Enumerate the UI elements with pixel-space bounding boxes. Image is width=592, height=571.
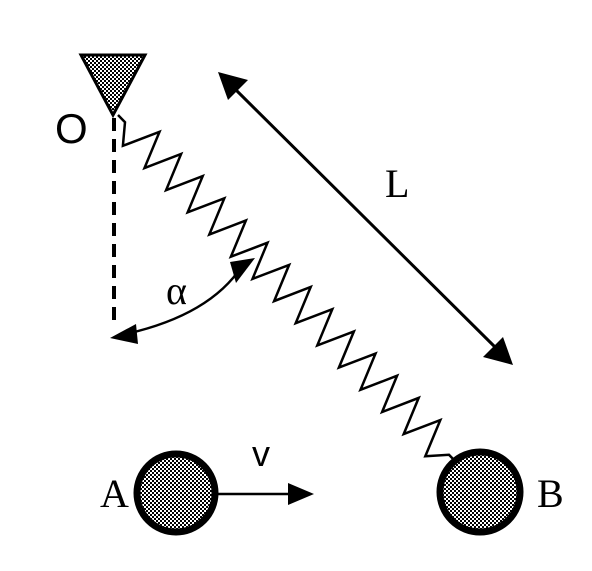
label-ball-a: A (100, 471, 129, 516)
label-angle-alpha: α (166, 268, 187, 313)
ball-a (133, 450, 219, 536)
spring (117, 114, 457, 463)
pivot-support (78, 53, 148, 119)
label-velocity-v: v (252, 433, 270, 474)
length-dimension-arrow (218, 72, 513, 365)
label-length-l: L (385, 161, 409, 206)
angle-arc (110, 258, 255, 344)
label-ball-b: B (537, 471, 564, 516)
label-pivot-o: O (55, 105, 88, 152)
ball-b (436, 448, 524, 536)
velocity-arrow (218, 483, 314, 505)
